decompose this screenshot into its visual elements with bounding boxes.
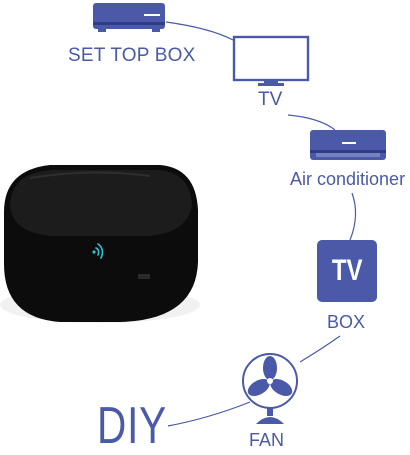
connector-lines [165,21,357,427]
wifi-signal-icon [92,243,104,259]
connector-ac-tvbox [349,192,357,241]
ir-remote-hub-icon [0,165,200,323]
fan-label: FAN [249,430,285,450]
tv-label: TV [258,89,283,110]
tv-monitor-icon [232,35,310,86]
connector-diy-fan [167,401,251,427]
tv-box-label: BOX [327,312,366,332]
set-top-box-icon [93,3,165,32]
air-conditioner-label: Air conditioner [290,169,406,189]
tv-box-tile-text: TV [331,254,363,287]
diy-text: DIY [97,397,167,455]
set-top-box-label: SET TOP BOX [68,45,196,66]
fan-icon [242,353,298,424]
connector-stb-tv [165,21,234,41]
connector-tvbox-fan [299,335,341,363]
air-conditioner-icon [310,130,386,160]
tv-box-icon: TV [317,240,377,302]
connector-tv-ac [287,114,336,131]
